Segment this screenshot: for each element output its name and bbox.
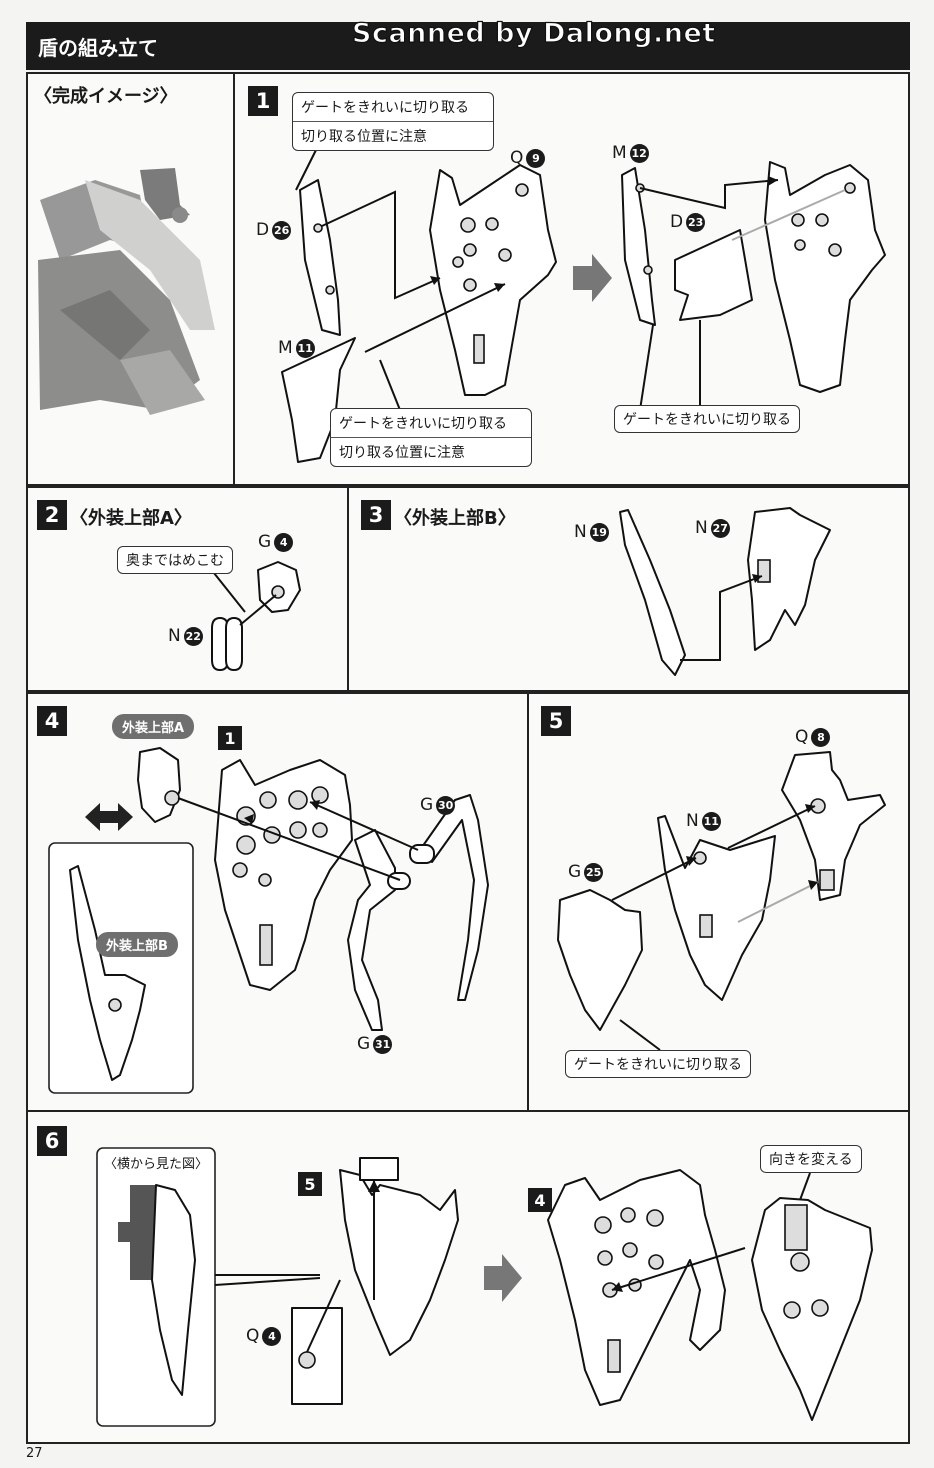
note-text: ゲートをきれいに切り取る	[301, 100, 469, 116]
part-label-g30: G 30	[420, 795, 456, 815]
part-number: 19	[589, 522, 609, 542]
part-number: 11	[295, 338, 315, 358]
part-number: 22	[183, 626, 203, 646]
part-letter: D	[256, 220, 270, 240]
part-label-d23: D 23	[670, 212, 706, 232]
part-letter: N	[686, 811, 699, 831]
part-label-m11: M 11	[278, 338, 315, 358]
step-4-number: 4	[37, 706, 67, 736]
part-letter: Q	[795, 727, 809, 747]
part-label-g4: G 4	[258, 532, 294, 552]
step-1-note-a: ゲートをきれいに切り取る 切り取る位置に注意	[292, 92, 494, 151]
step-1-note-b: ゲートをきれいに切り取る 切り取る位置に注意	[330, 408, 532, 467]
part-label-n19: N 19	[574, 522, 609, 542]
part-label-n22: N 22	[168, 626, 203, 646]
part-label-m12: M 12	[612, 143, 649, 163]
preview-label: 〈完成イメージ〉	[34, 86, 178, 107]
part-label-g31: G 31	[357, 1034, 393, 1054]
part-number: 4	[274, 532, 294, 552]
part-number: 11	[701, 811, 721, 831]
step-1-number: 1	[248, 86, 278, 116]
step-2-number: 2	[37, 500, 67, 530]
part-letter: M	[278, 338, 293, 358]
part-number: 23	[686, 212, 706, 232]
step-2-note: 奥まではめこむ	[117, 546, 233, 574]
step-3-title: 〈外装上部B〉	[394, 508, 516, 529]
part-letter: G	[258, 532, 272, 552]
part-number: 30	[436, 795, 456, 815]
part-label-g25: G 25	[568, 862, 604, 882]
part-number: 4	[262, 1326, 282, 1346]
preview-render	[38, 168, 215, 415]
note-text: 切り取る位置に注意	[293, 121, 493, 150]
part-letter: N	[695, 518, 708, 538]
step-2-title: 〈外装上部A〉	[70, 508, 192, 529]
step-5-number: 5	[541, 706, 571, 736]
step-4-ref-number: 1	[218, 726, 242, 750]
step-5-note: ゲートをきれいに切り取る	[565, 1050, 751, 1078]
part-number: 8	[811, 727, 831, 747]
part-label-d26: D 26	[256, 220, 292, 240]
part-label-n27: N 27	[695, 518, 730, 538]
note-text: 切り取る位置に注意	[331, 437, 531, 466]
part-letter: M	[612, 143, 627, 163]
part-letter: G	[357, 1034, 371, 1054]
page-number: 27	[26, 1446, 43, 1461]
part-number: 12	[629, 143, 649, 163]
part-letter: N	[168, 626, 181, 646]
step-1-note-c: ゲートをきれいに切り取る	[614, 405, 800, 433]
page-title: 盾の組み立て	[38, 36, 158, 60]
part-number: 27	[710, 518, 730, 538]
part-number: 26	[272, 220, 292, 240]
scan-watermark: Scanned by Dalong.net	[351, 17, 716, 49]
part-label-q8: Q 8	[795, 727, 831, 747]
step-6-note: 向きを変える	[760, 1145, 862, 1173]
step-6-ref-5: 5	[298, 1172, 322, 1196]
step-6-number: 6	[37, 1126, 67, 1156]
part-number: 31	[373, 1034, 393, 1054]
part-letter: Q	[510, 148, 524, 168]
part-letter: Q	[246, 1326, 260, 1346]
part-label-q9: Q 9	[510, 148, 546, 168]
step-6-ref-4: 4	[528, 1188, 552, 1212]
outer-top-b-label: 外装上部B	[96, 932, 178, 957]
part-label-n11: N 11	[686, 811, 721, 831]
step-3-number: 3	[361, 500, 391, 530]
side-view-label: 〈横から見た図〉	[104, 1157, 209, 1172]
part-letter: D	[670, 212, 684, 232]
part-number: 25	[584, 862, 604, 882]
outer-top-a-label: 外装上部A	[112, 714, 195, 739]
part-letter: N	[574, 522, 587, 542]
title-bar: 盾の組み立て	[26, 22, 910, 70]
part-letter: G	[420, 795, 434, 815]
part-number: 9	[526, 148, 546, 168]
part-letter: G	[568, 862, 582, 882]
note-text: ゲートをきれいに切り取る	[339, 416, 507, 432]
part-label-q4: Q 4	[246, 1326, 282, 1346]
